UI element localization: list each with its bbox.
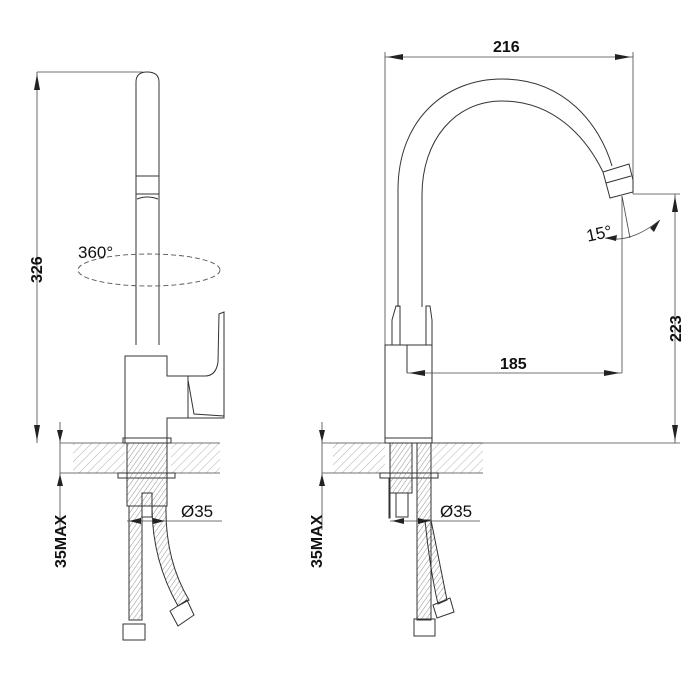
- width-dimension: 216: [384, 39, 634, 443]
- countertop-left: [73, 443, 125, 473]
- rotation-ellipse: [77, 253, 221, 287]
- spout-height-dimension: 223: [432, 193, 685, 444]
- mount-stud: [395, 492, 409, 518]
- mount-flange: [122, 437, 172, 444]
- countertop-right: [171, 443, 220, 473]
- spout-tube: [135, 71, 160, 345]
- rotation-label: 360°: [78, 243, 113, 262]
- hose-nut-cold: [122, 623, 146, 641]
- front-view: 216 185 15°: [309, 39, 685, 637]
- aerator: [602, 163, 634, 199]
- countertop-thickness-dimension: 35MAX: [309, 422, 326, 568]
- hole-diameter-label: Ø35: [440, 502, 472, 521]
- shank-edge: [388, 477, 391, 519]
- width-label: 216: [493, 39, 520, 56]
- hose-nut-hot: [432, 597, 455, 619]
- hose-nut-hot: [169, 599, 195, 627]
- collar: [391, 305, 433, 345]
- reach-label: 185: [500, 356, 527, 373]
- hole-diameter-label: Ø35: [181, 502, 213, 521]
- aerator-ring: [136, 175, 159, 200]
- faucet-body: [124, 355, 189, 443]
- height-label: 326: [29, 256, 46, 283]
- angle-label: 15°: [585, 222, 614, 246]
- countertop-left: [333, 443, 385, 473]
- faucet-body: [384, 344, 433, 444]
- countertop-thickness-dimension: 35MAX: [53, 422, 70, 568]
- spout-inner: [421, 100, 604, 307]
- spout-height-label: 223: [668, 315, 685, 342]
- countertop-max-label: 35MAX: [309, 514, 326, 568]
- height-dimension: 326: [29, 71, 143, 443]
- side-view: 326 360° Ø35 35: [29, 71, 225, 641]
- angle-indicator: 15°: [585, 195, 661, 246]
- countertop-right: [432, 443, 483, 473]
- hose-nut-cold: [413, 618, 436, 637]
- shank: [126, 442, 168, 507]
- hose-cold: [416, 442, 432, 621]
- handle-lever: [187, 311, 225, 419]
- hose-hot: [424, 519, 448, 605]
- shank: [389, 442, 413, 494]
- mount-flange: [384, 437, 433, 444]
- reach-dimension: 185: [407, 196, 623, 376]
- hose-hot: [151, 505, 190, 607]
- countertop-max-label: 35MAX: [53, 514, 70, 568]
- mount-stud: [141, 492, 153, 518]
- hose-cold: [128, 505, 143, 621]
- spout-outer: [397, 78, 613, 307]
